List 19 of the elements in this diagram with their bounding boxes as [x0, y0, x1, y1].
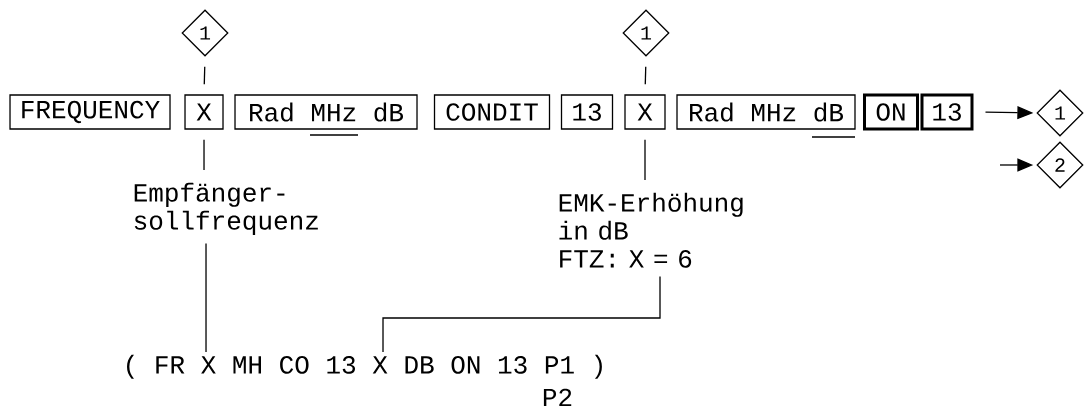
key-box: 13: [920, 93, 974, 131]
leader-line: [644, 66, 647, 85]
leader-line: [205, 242, 207, 353]
leader-line: [203, 66, 206, 85]
leader-line: [644, 139, 646, 181]
command-string: ( FR X MH CO 13 X DB ON 13 P1 ): [127, 354, 602, 379]
key-box: 13: [560, 94, 614, 130]
key-box: X: [184, 94, 224, 130]
key-box: X: [624, 94, 666, 130]
key-box: ON: [863, 93, 919, 131]
key-box: CONDIT: [433, 94, 551, 130]
key-box: Rad MHz dB: [234, 94, 418, 130]
leader-line: [382, 275, 661, 353]
key-box: FREQUENCY: [9, 94, 171, 130]
key-box: Rad MHz dB: [676, 94, 856, 130]
annotation-text: EMK-Erhöhung in dB FTZ: X = 6: [559, 192, 743, 268]
annotation-text: Empfänger- sollfrequenz: [134, 182, 318, 235]
label-text: P2: [543, 388, 572, 407]
leader-line: [203, 139, 205, 171]
